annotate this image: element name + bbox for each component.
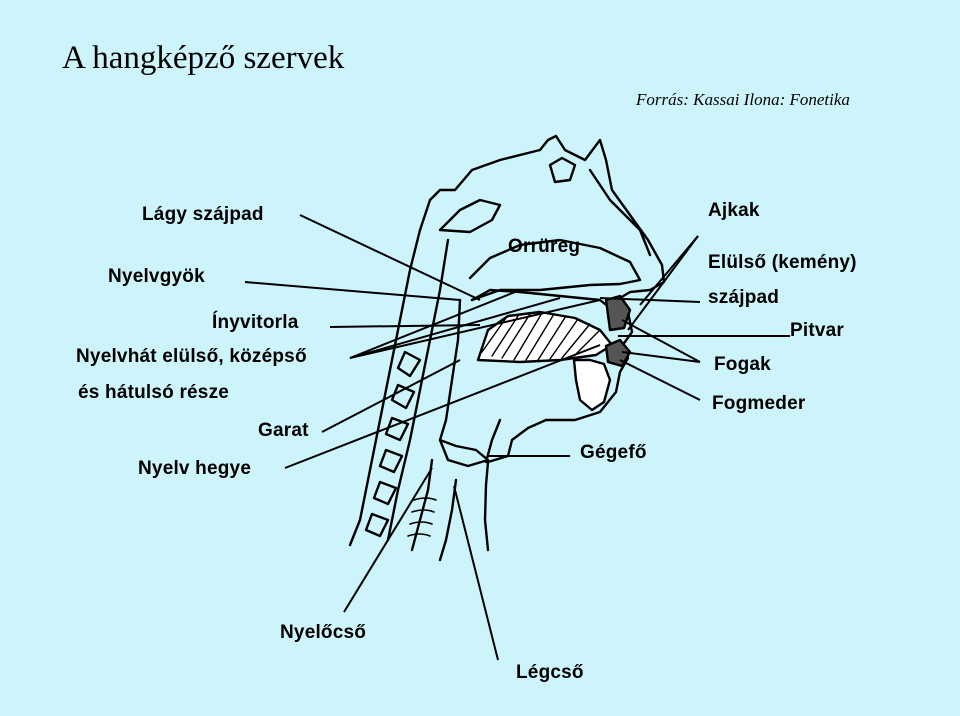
label-ajkak: Ajkak	[708, 200, 760, 221]
label-inyvitorla: Ínyvitorla	[212, 312, 299, 333]
pointer-inyvitorla	[329, 324, 481, 328]
label-fogmeder: Fogmeder	[712, 393, 806, 414]
pointer-szajpad	[599, 297, 701, 303]
label-legcso: Légcső	[516, 662, 584, 683]
teeth-lower	[604, 338, 632, 368]
pointer-nyelvhat-2	[349, 297, 561, 359]
pointer-fogak-1	[621, 319, 701, 363]
label-gegefo: Gégefő	[580, 442, 647, 463]
tongue	[476, 310, 614, 364]
pointer-nyelocso	[343, 467, 433, 613]
soft-palate	[470, 288, 617, 314]
face-outline	[428, 134, 666, 552]
slide-title: A hangképző szervek	[62, 40, 345, 76]
pointer-legcso	[453, 485, 499, 661]
source-citation: Forrás: Kassai Ilona: Fonetika	[636, 90, 850, 109]
label-nyelocso: Nyelőcső	[280, 622, 367, 643]
pointer-nyelvhat-3	[349, 299, 601, 359]
nasal-cavity	[468, 238, 642, 302]
pointer-lagy-szajpad	[299, 214, 481, 301]
label-pitvar: Pitvar	[790, 320, 845, 341]
pointer-fogak-2	[621, 351, 701, 363]
label-fogak: Fogak	[714, 354, 771, 375]
jaw	[572, 358, 612, 412]
trachea	[438, 478, 458, 562]
pointer-ajkak-2	[639, 235, 699, 306]
label-lagy-szajpad: Lágy szájpad	[142, 204, 264, 225]
pointer-ajkak-1	[627, 235, 699, 331]
spine-outline	[348, 198, 432, 547]
nasal-inner	[548, 156, 577, 184]
label-nyelvhat-2: és hátulsó része	[78, 382, 230, 403]
label-garat: Garat	[258, 420, 309, 441]
larynx	[438, 438, 490, 468]
pointer-nyelvgyok	[244, 281, 461, 301]
label-elulso-kemeny: Elülső (kemény)	[708, 252, 857, 273]
label-szajpad: szájpad	[708, 287, 780, 308]
pointer-nyelv-hegye	[284, 344, 601, 469]
pointer-garat	[321, 359, 461, 433]
pointer-nyelvhat-1	[349, 289, 521, 359]
label-nyelvhat-1: Nyelvhát elülső, középső	[76, 346, 307, 367]
pointer-fogmeder	[619, 359, 701, 401]
teeth-upper	[604, 294, 632, 332]
label-nyelvgyok: Nyelvgyök	[108, 266, 205, 287]
nasal-upper	[438, 198, 502, 234]
label-orrureg: Orrüreg	[508, 236, 581, 257]
label-nyelv-hegye: Nyelv hegye	[138, 458, 252, 479]
